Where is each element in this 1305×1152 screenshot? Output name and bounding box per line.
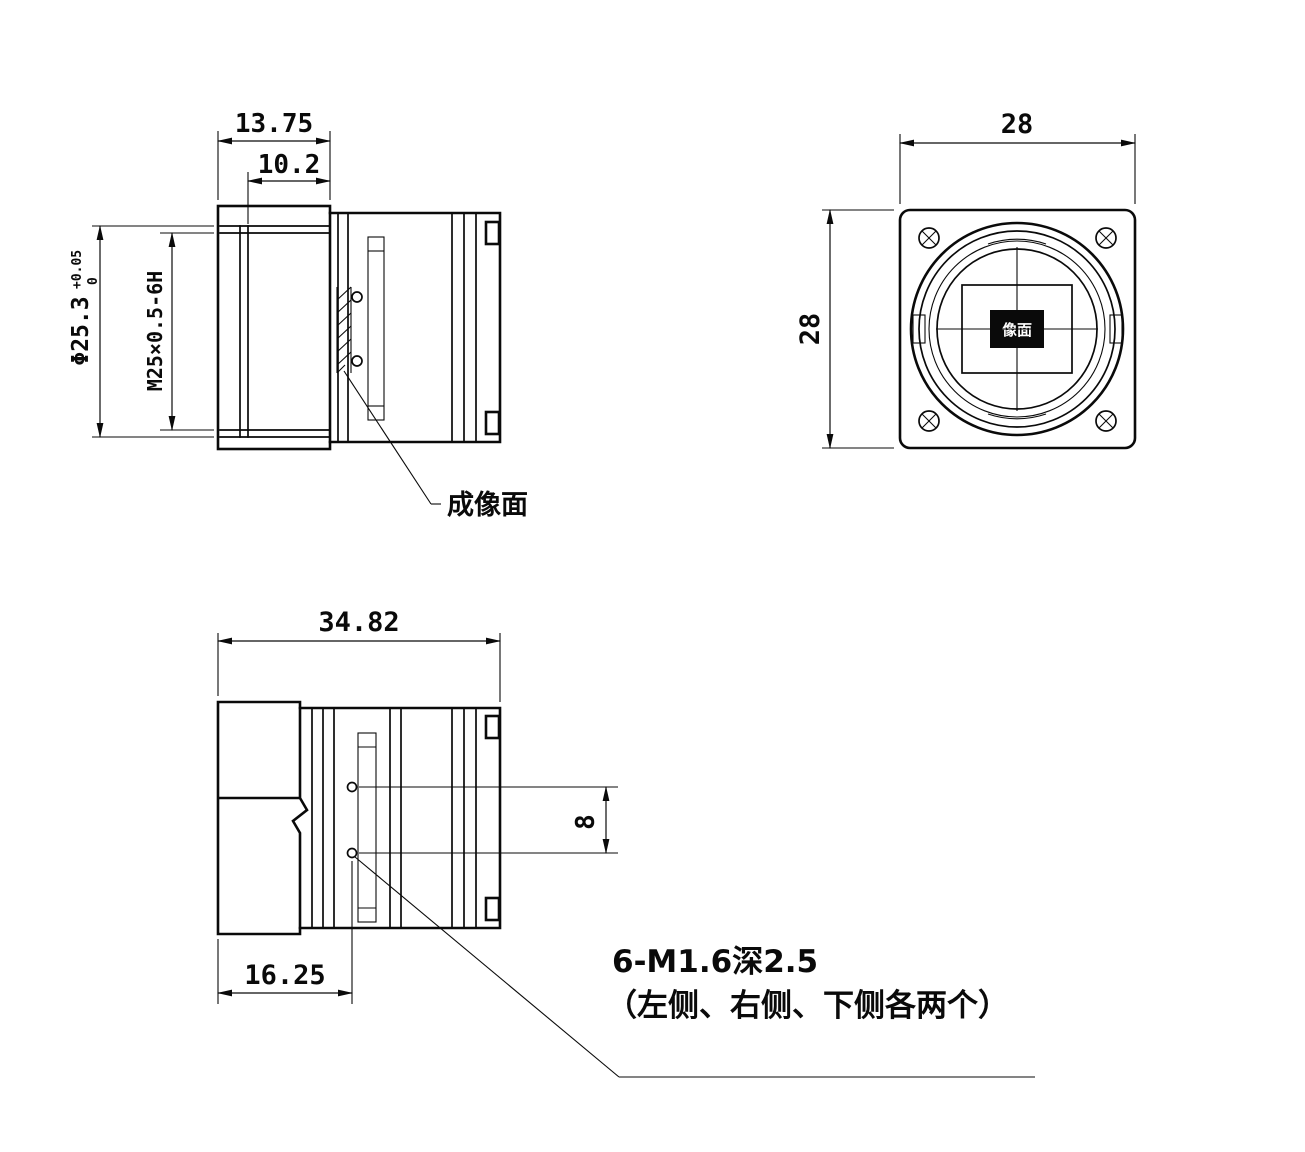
imaging-surface-leader: 成像面 [343,370,528,521]
bore-diameter-label: Φ25.3 +0.05 0 [68,250,101,366]
dim-hole-spacing: 8 [359,786,618,854]
front-width-text: 28 [1001,109,1034,140]
bottom-view-internal-lines [311,707,477,929]
dim-thread-depth: 10.2 [247,150,331,224]
bore-tolerance-upper-text: +0.05 [70,250,85,289]
bottom-view-outline [216,700,502,936]
bore-diameter-text: Φ25.3 [68,296,94,365]
mount-screw-hole [351,355,363,367]
tap-note-line1: 6-M1.6深2.5 [612,944,818,980]
imaging-surface-label: 成像面 [447,490,528,521]
bore-tolerance-lower-text: 0 [86,277,101,285]
front-height-label: 28 [795,313,826,346]
side-view: 成像面 13.75 10.2 Φ25.3 +0.05 0 [68,109,528,521]
tap-hole [346,781,358,793]
dim-front-width: 28 [899,109,1136,204]
sensor-board [367,236,385,421]
bottom-view: 34.82 16.25 8 6-M1.6深2.5 （左侧、右侧、下侧各两个） [216,607,1035,1078]
crosshair-lines [936,247,1098,411]
front-height-text: 28 [795,313,826,346]
front-view: 像面 28 28 [795,109,1137,450]
hole-offset-text: 16.25 [244,960,325,991]
dim-thread-spec: M25×0.5-6H [143,232,214,431]
dim-bore-diameter: Φ25.3 +0.05 0 [68,225,214,438]
mount-screw-hole [351,291,363,303]
thread-spec-label: M25×0.5-6H [143,271,167,391]
hole-spacing-text: 8 [571,814,601,830]
flange-length-text: 13.75 [235,109,313,139]
tap-note-leader: 6-M1.6深2.5 （左侧、右侧、下侧各两个） [354,856,1035,1078]
total-length-text: 34.82 [318,607,399,638]
dim-total-length: 34.82 [217,607,501,702]
side-view-internal-lines [219,212,477,443]
thread-spec-text: M25×0.5-6H [143,271,167,391]
dim-hole-offset: 16.25 [217,861,353,1004]
dim-front-height: 28 [795,209,894,449]
bottom-sensor-board [357,732,377,923]
imaging-surface-hatch [336,286,352,374]
side-view-outline [216,204,502,451]
hole-spacing-label: 8 [571,814,601,830]
tap-hole [346,847,358,859]
thread-depth-text: 10.2 [258,150,321,180]
dim-flange-length: 13.75 [217,109,331,200]
corner-screws [918,227,1117,432]
tap-note-line2: （左侧、右侧、下侧各两个） [606,988,1009,1024]
front-body-outline [898,208,1137,450]
